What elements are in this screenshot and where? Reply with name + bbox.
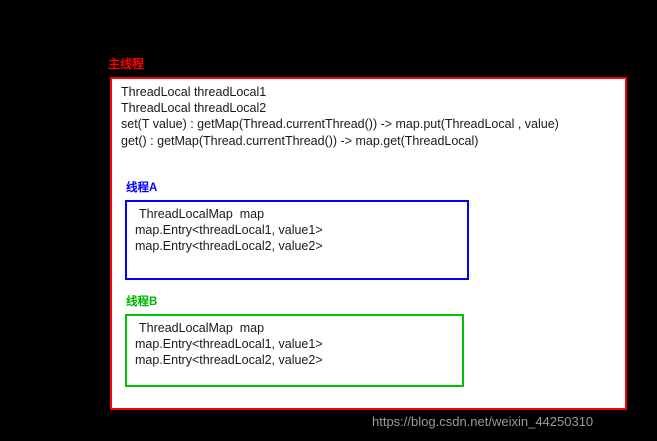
- code-line: map.Entry<threadLocal2, value2>: [135, 353, 323, 368]
- main-thread-code: ThreadLocal threadLocal1 ThreadLocal thr…: [121, 84, 613, 149]
- code-line: ThreadLocal threadLocal2: [121, 101, 267, 116]
- thread-b-code: ThreadLocalMap map map.Entry<threadLocal…: [135, 320, 323, 369]
- thread-b-box: ThreadLocalMap map map.Entry<threadLocal…: [125, 314, 464, 387]
- code-line: map.Entry<threadLocal2, value2>: [135, 239, 323, 254]
- watermark-text: https://blog.csdn.net/weixin_44250310: [372, 414, 594, 429]
- code-line: get() : getMap(Thread.currentThread()) -…: [121, 133, 479, 148]
- code-line: ThreadLocalMap map: [139, 207, 265, 221]
- code-line: map.Entry<threadLocal1, value1>: [135, 223, 323, 238]
- main-thread-label: 主线程: [108, 57, 145, 71]
- code-line: set(T value) : getMap(Thread.currentThre…: [121, 117, 559, 132]
- thread-b-label: 线程B: [126, 296, 158, 308]
- code-line: map.Entry<threadLocal1, value1>: [135, 337, 323, 352]
- code-line: ThreadLocal threadLocal1: [121, 85, 267, 99]
- main-thread-box: ThreadLocal threadLocal1 ThreadLocal thr…: [110, 77, 627, 410]
- thread-a-box: ThreadLocalMap map map.Entry<threadLocal…: [125, 200, 469, 280]
- code-line: ThreadLocalMap map: [139, 321, 265, 335]
- thread-a-label: 线程A: [126, 182, 158, 194]
- thread-a-code: ThreadLocalMap map map.Entry<threadLocal…: [135, 206, 323, 255]
